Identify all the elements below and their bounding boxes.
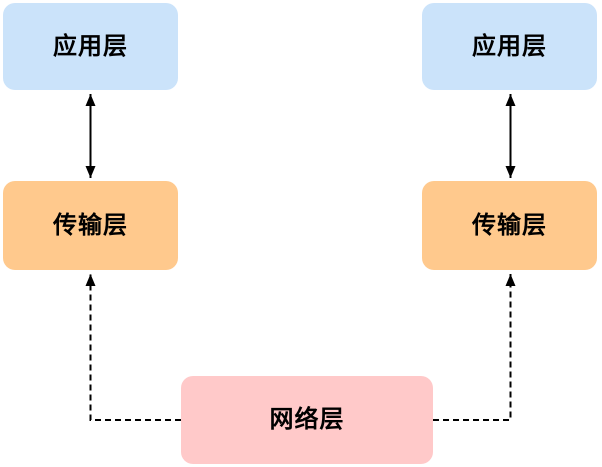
node-network-label: 网络层 bbox=[269, 406, 345, 433]
node-application-right-label: 应用层 bbox=[472, 32, 547, 60]
node-application-left: 应用层 bbox=[3, 3, 178, 90]
node-transport-left-label: 传输层 bbox=[53, 211, 128, 239]
edge-network-transport-left bbox=[85, 274, 181, 421]
edge-network-transport-right bbox=[433, 274, 516, 421]
node-transport-right: 传输层 bbox=[422, 181, 597, 270]
node-transport-left: 传输层 bbox=[3, 181, 178, 270]
node-transport-right-label: 传输层 bbox=[472, 211, 547, 239]
node-application-left-label: 应用层 bbox=[53, 32, 128, 60]
node-application-right: 应用层 bbox=[422, 3, 597, 90]
node-network: 网络层 bbox=[181, 376, 433, 464]
